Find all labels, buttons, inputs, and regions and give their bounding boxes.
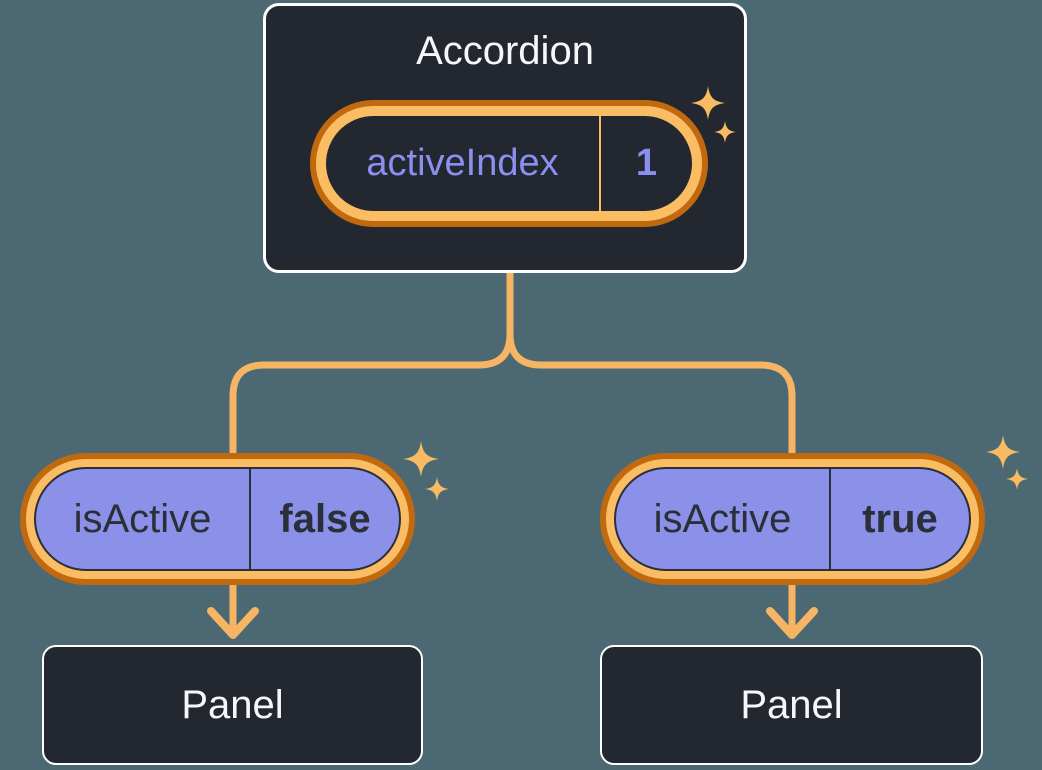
connector-branch-left	[229, 268, 514, 464]
arrowhead-right-icon	[766, 607, 818, 639]
connector-branch-right	[506, 268, 796, 464]
arrowhead-left-icon	[207, 607, 259, 639]
